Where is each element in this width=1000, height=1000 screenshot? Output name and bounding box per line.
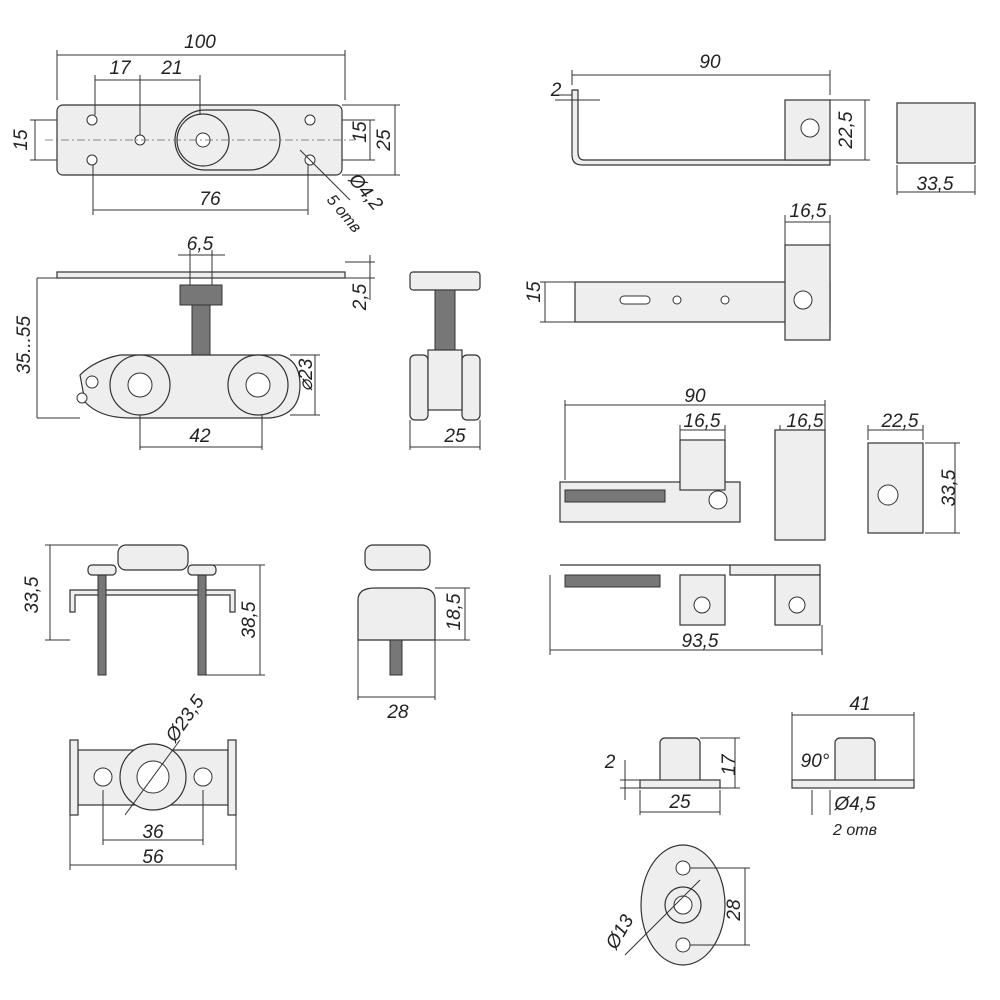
dim-total-length: 93,5 — [682, 631, 719, 652]
dim-bolt-length: 38,5 — [239, 601, 260, 638]
dim-assembly-clip-2: 16,5 — [787, 411, 824, 432]
dim-stopper-hole-dia: Ø4,5 — [833, 794, 876, 815]
dim-assembly-length: 90 — [684, 386, 706, 407]
dim-guide-dia: Ø23,5 — [161, 691, 209, 747]
dim-wheel-dia: ⌀23 — [296, 358, 317, 391]
dim-hole-spacing: 76 — [199, 189, 221, 210]
bracket-mid-view — [540, 215, 831, 341]
dim-mid-height: 15 — [524, 281, 545, 303]
guide-roller-view — [45, 544, 265, 870]
dim-stopper-width: 25 — [668, 792, 691, 813]
dim-wheel-spacing: 42 — [189, 426, 211, 447]
dim-stopper-hole-count: 2 отв — [832, 822, 877, 839]
dim-plate-thickness: 2,5 — [350, 283, 371, 311]
dim-bracket-length: 90 — [699, 52, 721, 73]
dim-side-height: 33,5 — [939, 469, 960, 506]
bracket-assembly-view — [549, 400, 960, 655]
roller-side-view — [36, 250, 375, 450]
stopper-view — [620, 712, 915, 966]
guide-front-view — [357, 544, 470, 700]
dim-stopper-thickness: 2 — [604, 752, 616, 773]
bracket-top-view — [555, 70, 976, 195]
dim-assembly-clip-1: 16,5 — [684, 411, 721, 432]
dim-plate-height-left: 15 — [11, 129, 32, 151]
dim-bracket-height: 22,5 — [836, 111, 857, 149]
dim-plate-length: 28 — [724, 899, 745, 922]
dim-plate-height-right-2: 25 — [374, 129, 395, 152]
dim-guide-height: 33,5 — [22, 576, 43, 613]
dim-clip-width: 33,5 — [917, 174, 954, 195]
dim-guide-length: 56 — [142, 847, 164, 868]
dim-front-height: 18,5 — [444, 593, 465, 630]
roller-front-view — [409, 271, 481, 450]
dim-stem: 6,5 — [187, 234, 214, 255]
dim-stopper-angle: 90° — [801, 751, 830, 772]
top-plate-view — [30, 50, 400, 215]
dim-stopper-length: 41 — [849, 694, 870, 715]
dim-front-width: 28 — [386, 702, 409, 723]
dim-plate-d1: 17 — [109, 58, 132, 79]
dim-bracket-thickness: 2 — [550, 80, 562, 101]
dim-plate-height-right-1: 15 — [350, 121, 371, 143]
dim-roller-width: 25 — [443, 426, 466, 447]
dim-plate-d2: 21 — [160, 58, 182, 79]
dim-guide-hole-spacing: 36 — [142, 822, 164, 843]
dim-mid-clip: 16,5 — [790, 201, 827, 222]
dim-stopper-height: 17 — [719, 753, 740, 776]
dim-plate-length: 100 — [184, 32, 216, 53]
dim-side-width: 22,5 — [881, 411, 919, 432]
dim-height-range: 35...55 — [14, 316, 35, 375]
